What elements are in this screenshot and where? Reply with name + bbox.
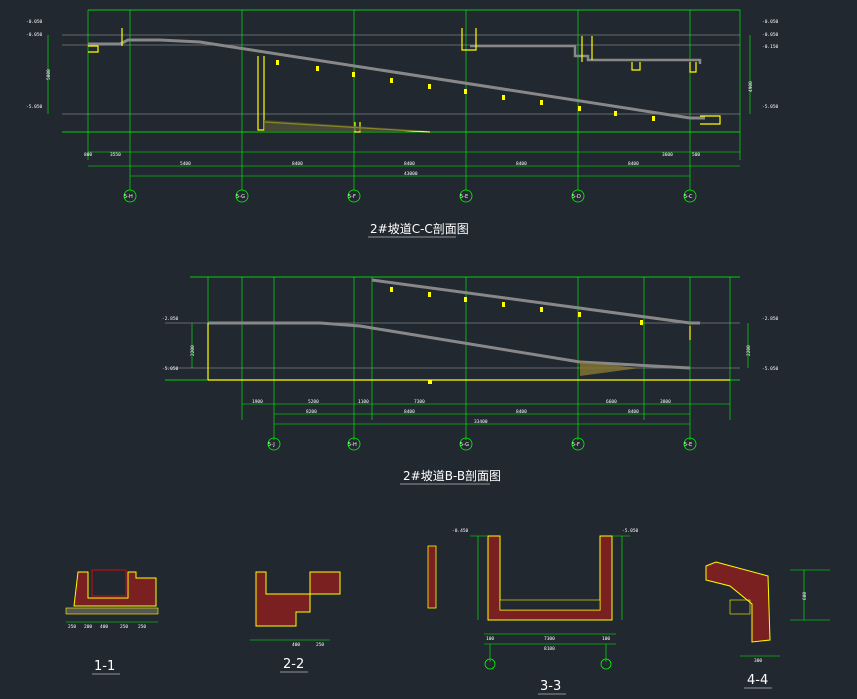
cc-axis-2: 5-G [236, 194, 245, 200]
cc-ramp-slab [88, 38, 705, 120]
bb-left-level-1: -2.850 [162, 316, 179, 322]
bb-grid-lines [207, 277, 731, 440]
d22-dim-2: 250 [316, 642, 324, 648]
d11-dim-3: 400 [100, 624, 108, 630]
cc-dim-span-3: 8400 [404, 161, 415, 167]
cc-top-slab [470, 44, 702, 64]
cc-right-level-1: -0.050 [762, 19, 779, 25]
cc-left-level-2: -0.050 [26, 32, 43, 38]
bb-span-2: 8400 [404, 409, 415, 415]
cc-dim-lines [88, 151, 740, 177]
cc-axis-6: 5-C [684, 194, 693, 200]
d22-label: 2-2 [283, 657, 304, 672]
detail-1-1: 250 200 400 250 250 1-1 [65, 569, 159, 675]
d33-level-1: -0.450 [452, 528, 469, 534]
bb-dim-2: 5200 [308, 399, 319, 405]
d33-dim-1: 100 [486, 636, 494, 642]
d33-dim-3: 100 [602, 636, 610, 642]
cc-dim-3600: 3600 [662, 152, 673, 158]
bb-dim-7: 3800 [660, 399, 671, 405]
bb-right-height: 2200 [746, 345, 752, 356]
cc-structure [88, 28, 721, 133]
bb-left-level-2: -5.050 [162, 366, 179, 372]
bb-dim-lines [242, 403, 730, 425]
bb-ramp-fill [580, 362, 640, 376]
cc-dim-span-4: 8400 [516, 161, 527, 167]
cc-left-level-1: -0.050 [26, 19, 43, 25]
cc-dim-span-1: 5400 [180, 161, 191, 167]
d33-dim-2: 7300 [544, 636, 555, 642]
cc-left-level-3: -5.050 [26, 104, 43, 110]
bb-axis-3: 5-G [460, 442, 469, 448]
cc-dim-span-2: 8400 [292, 161, 303, 167]
d11-dim-2: 200 [84, 624, 92, 630]
cc-axis-4: 5-E [460, 194, 468, 200]
d33-level-2: -5.050 [622, 528, 639, 534]
cc-dim-800: 800 [84, 152, 92, 158]
bb-right-level-2: -5.050 [762, 366, 779, 372]
bb-right-level-1: -2.850 [762, 316, 779, 322]
cc-right-height: 4900 [748, 81, 754, 92]
cc-ramp-fill [264, 120, 430, 131]
bb-span-4: 8400 [628, 409, 639, 415]
cc-right-level-3: -0.150 [762, 44, 779, 50]
d44-dim-2: 600 [802, 592, 808, 600]
cc-axis-3: 5-F [348, 194, 356, 200]
d22-dim-1: 400 [292, 642, 300, 648]
bb-axis-1: 5-J [268, 442, 275, 448]
d11-dim-5: 250 [138, 624, 146, 630]
bb-upper-ramp [371, 278, 700, 325]
cc-dim-500: 500 [692, 152, 700, 158]
bb-left-height: 2200 [190, 345, 196, 356]
cc-beam-stubs [276, 60, 655, 121]
cc-dim-span-5: 8400 [628, 161, 639, 167]
cc-right-level-2: -0.050 [762, 32, 779, 38]
bb-axis-2: 5-H [348, 442, 357, 448]
bb-span-1: 8200 [306, 409, 317, 415]
cc-axis-bubbles [123, 189, 697, 203]
d11-label: 1-1 [94, 659, 115, 674]
detail-2-2: 400 250 2-2 [250, 571, 341, 673]
d44-label: 4-4 [747, 673, 768, 688]
d11-dim-1: 250 [68, 624, 76, 630]
cc-dim-total: 43000 [404, 171, 418, 177]
bb-title: 2#坡道B-B剖面图 [403, 469, 501, 483]
d11-dim-4: 250 [120, 624, 128, 630]
d33-label: 3-3 [540, 679, 561, 694]
bb-axis-4: 5-F [572, 442, 580, 448]
bb-span-3: 8400 [516, 409, 527, 415]
detail-3-3: 100 7300 100 8100 -0.450 -5.050 3-3 [427, 528, 639, 695]
cc-right-level-4: -5.050 [762, 104, 779, 110]
bb-axis-5: 5-E [684, 442, 692, 448]
section-cc: 5000 -0.050 -0.050 -5.050 4900 -0.050 -0… [26, 9, 779, 238]
section-bb: 2200 -2.850 -5.050 2200 -2.850 -5.050 19… [162, 276, 779, 485]
bb-dim-3: 1100 [358, 399, 369, 405]
bb-dim-1: 1900 [252, 399, 263, 405]
bb-beam-stubs [390, 287, 643, 384]
bb-structure [207, 323, 730, 381]
bb-dim-4: 7300 [414, 399, 425, 405]
cc-title: 2#坡道C-C剖面图 [370, 222, 469, 236]
bb-axis-bubbles [267, 437, 697, 451]
cc-axis-5: 5-D [572, 194, 581, 200]
d33-total: 8100 [544, 646, 555, 652]
d44-dim-1: 300 [754, 658, 762, 664]
bb-dim-6: 6600 [606, 399, 617, 405]
cc-axis-1: 5-H [124, 194, 133, 200]
cc-left-height: 5000 [46, 69, 52, 80]
bb-lower-ramp [208, 321, 691, 370]
detail-4-4: 300 600 4-4 [705, 561, 830, 689]
bb-total: 33400 [474, 419, 488, 425]
cc-dim-3550: 3550 [110, 152, 121, 158]
